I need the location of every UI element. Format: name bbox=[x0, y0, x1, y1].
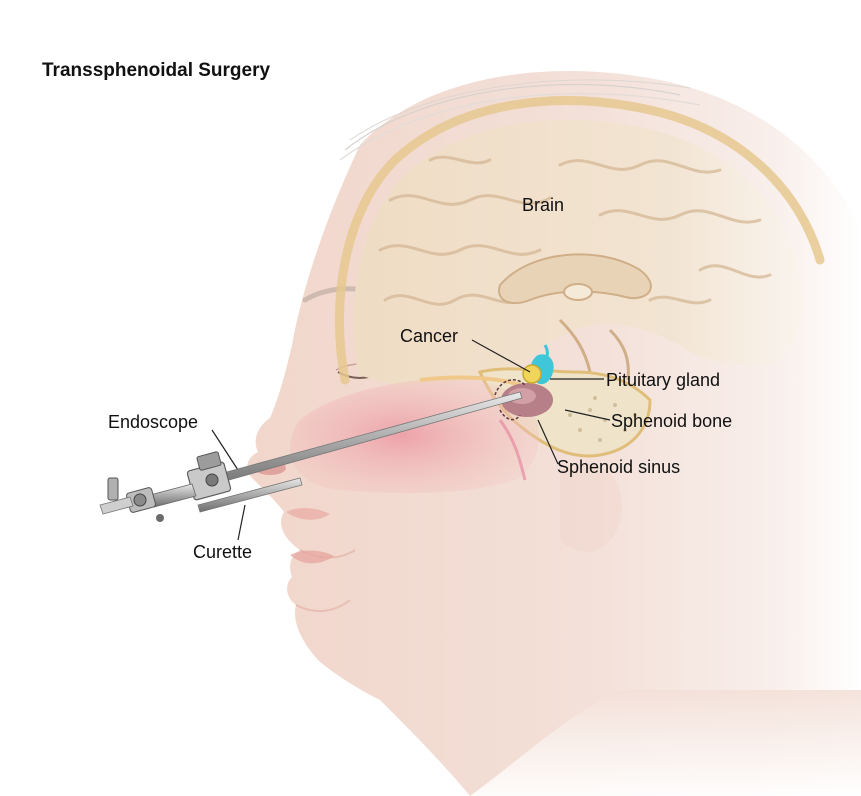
label-pituitary-gland: Pituitary gland bbox=[606, 370, 721, 390]
brain bbox=[353, 119, 804, 385]
cancer-tumor bbox=[522, 364, 542, 384]
label-sphenoid-bone: Sphenoid bone bbox=[611, 411, 733, 431]
label-brain: Brain bbox=[522, 195, 565, 215]
label-sphenoid-sinus: Sphenoid sinus bbox=[557, 457, 681, 477]
leader-lines bbox=[211, 339, 611, 541]
diagram-title: Transsphenoidal Surgery bbox=[42, 60, 271, 81]
label-cancer: Cancer bbox=[400, 326, 459, 346]
skull bbox=[334, 96, 825, 385]
label-curette: Curette bbox=[193, 542, 253, 562]
endoscope-handle bbox=[99, 451, 232, 522]
label-endoscope: Endoscope bbox=[108, 412, 199, 432]
instruments bbox=[99, 391, 523, 522]
